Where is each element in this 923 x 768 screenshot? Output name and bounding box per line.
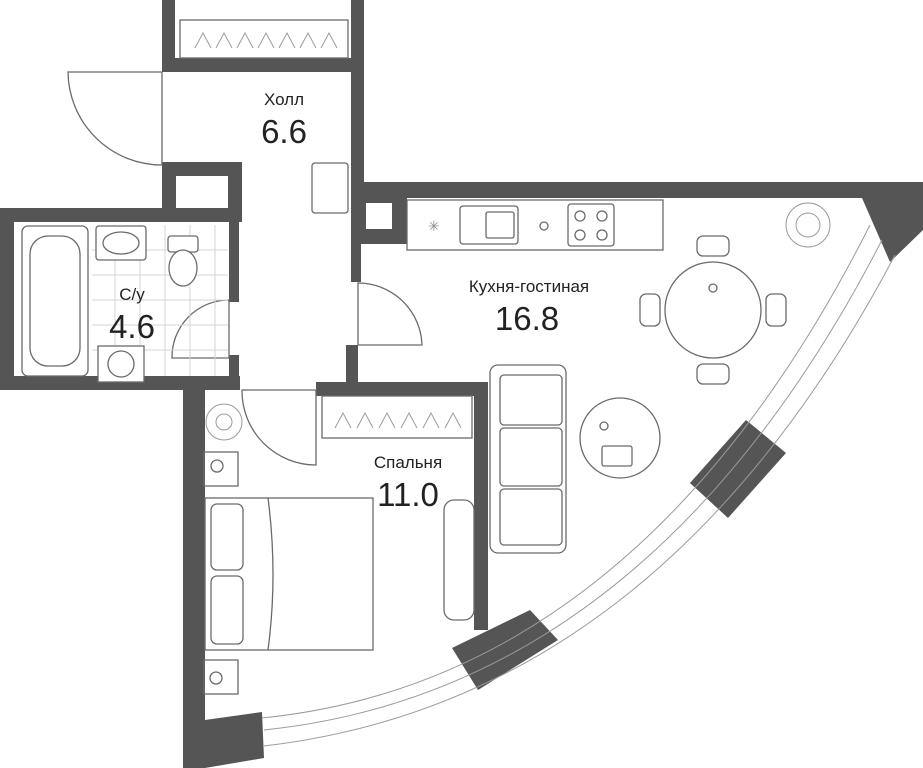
doors xyxy=(67,71,423,466)
room-area-hall: 6.6 xyxy=(261,113,307,150)
room-area-bedroom: 11.0 xyxy=(377,476,439,513)
svg-text:✳: ✳ xyxy=(428,219,440,235)
room-area-bathroom: 4.6 xyxy=(109,308,155,345)
room-name-bathroom: С/у xyxy=(119,285,145,304)
room-label-bedroom: Спальня 11.0 xyxy=(374,453,442,513)
furniture: ✳ xyxy=(21,19,831,695)
room-area-kitchen-living: 16.8 xyxy=(495,300,559,337)
room-name-kitchen-living: Кухня-гостиная xyxy=(469,277,589,296)
room-label-hall: Холл 6.6 xyxy=(261,90,307,150)
room-name-hall: Холл xyxy=(264,90,304,109)
room-label-bathroom: С/у 4.6 xyxy=(109,285,155,345)
shaft-inner xyxy=(176,176,228,208)
room-label-kitchen-living: Кухня-гостиная 16.8 xyxy=(469,277,589,337)
room-name-bedroom: Спальня xyxy=(374,453,442,472)
kitchen-shaft xyxy=(356,193,402,239)
